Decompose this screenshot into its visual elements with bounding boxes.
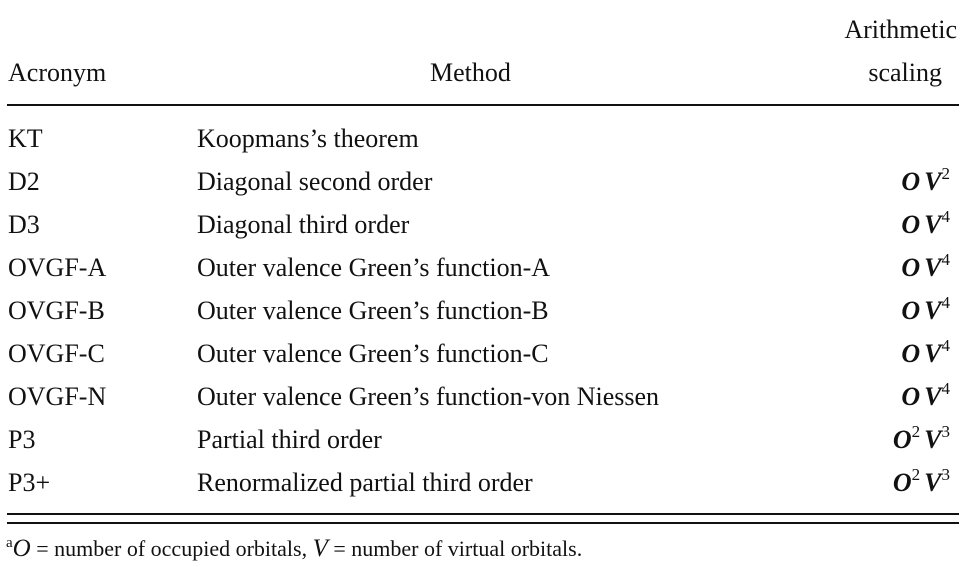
method-cell: Outer valence Green’s function-von Niess… [197,382,660,411]
table-header: Acronym Method Arithmetic scaling a [0,0,964,86]
method-cell: Outer valence Green’s function-A [197,253,551,282]
footnote: aO = number of occupied orbitals, V = nu… [6,535,583,562]
method-cell: Diagonal second order [197,167,433,196]
bottom-rule-2 [7,522,959,524]
method-cell: Partial third order [197,425,382,454]
bottom-rule-1 [7,513,959,515]
scaling-v: V [924,382,942,411]
acronym-cell: OVGF-B [8,296,105,325]
footnote-mark: a [6,535,13,551]
header-method: Method [430,58,511,87]
header-scaling-line2: scaling [868,58,942,87]
table-row: OVGF-N Outer valence Green’s function-von… [0,376,964,419]
method-cell: Outer valence Green’s function-C [197,339,549,368]
scaling-v-exponent: 2 [941,164,951,183]
scaling-v-exponent: 3 [941,465,951,484]
acronym-cell: OVGF-C [8,339,105,368]
method-cell: Outer valence Green’s function-B [197,296,549,325]
acronym-cell: P3 [8,425,36,454]
method-cell: Koopmans’s theorem [197,124,419,153]
scaling-v-exponent: 4 [941,336,951,355]
acronym-cell: P3+ [8,468,51,497]
acronym-cell: D3 [8,210,40,239]
footnote-o-text: = number of occupied orbitals, [30,536,313,561]
acronym-cell: D2 [8,167,40,196]
scaling-v: V [924,296,942,325]
footnote-o-symbol: O [12,535,31,562]
method-cell: Renormalized partial third order [197,468,533,497]
header-acronym: Acronym [8,58,107,87]
acronym-cell: OVGF-A [8,253,107,282]
scaling-o: O [901,210,921,239]
scaling-o: O [901,296,921,325]
scaling-v-exponent: 4 [941,207,951,226]
scaling-o: O [901,339,921,368]
acronym-cell: OVGF-N [8,382,107,411]
scaling-o: O [901,253,921,282]
scaling-v: V [924,339,942,368]
scaling-v-exponent: 4 [941,379,951,398]
scaling-o: O [892,425,912,454]
scaling-o-exponent: 2 [911,422,921,441]
acronym-cell: KT [8,124,43,153]
header-scaling-line1: Arithmetic [844,15,957,44]
footnote-v-symbol: V [312,535,328,562]
scaling-v-exponent: 4 [941,293,951,312]
scaling-o: O [892,468,912,497]
scaling-v: V [924,210,942,239]
scaling-cell [946,126,950,152]
header-rule [7,104,959,106]
table-row: KT Koopmans’s theorem [0,118,964,161]
scaling-v: V [924,425,942,454]
scaling-v-exponent: 3 [941,422,951,441]
scaling-o: O [901,382,921,411]
scaling-o-exponent: 2 [911,465,921,484]
scaling-v: V [924,167,942,196]
scaling-v-exponent: 4 [941,250,951,269]
method-cell: Diagonal third order [197,210,410,239]
scaling-v: V [924,253,942,282]
scaling-o: O [901,167,921,196]
footnote-v-text: = number of virtual orbitals. [327,536,583,561]
scaling-v: V [924,468,942,497]
